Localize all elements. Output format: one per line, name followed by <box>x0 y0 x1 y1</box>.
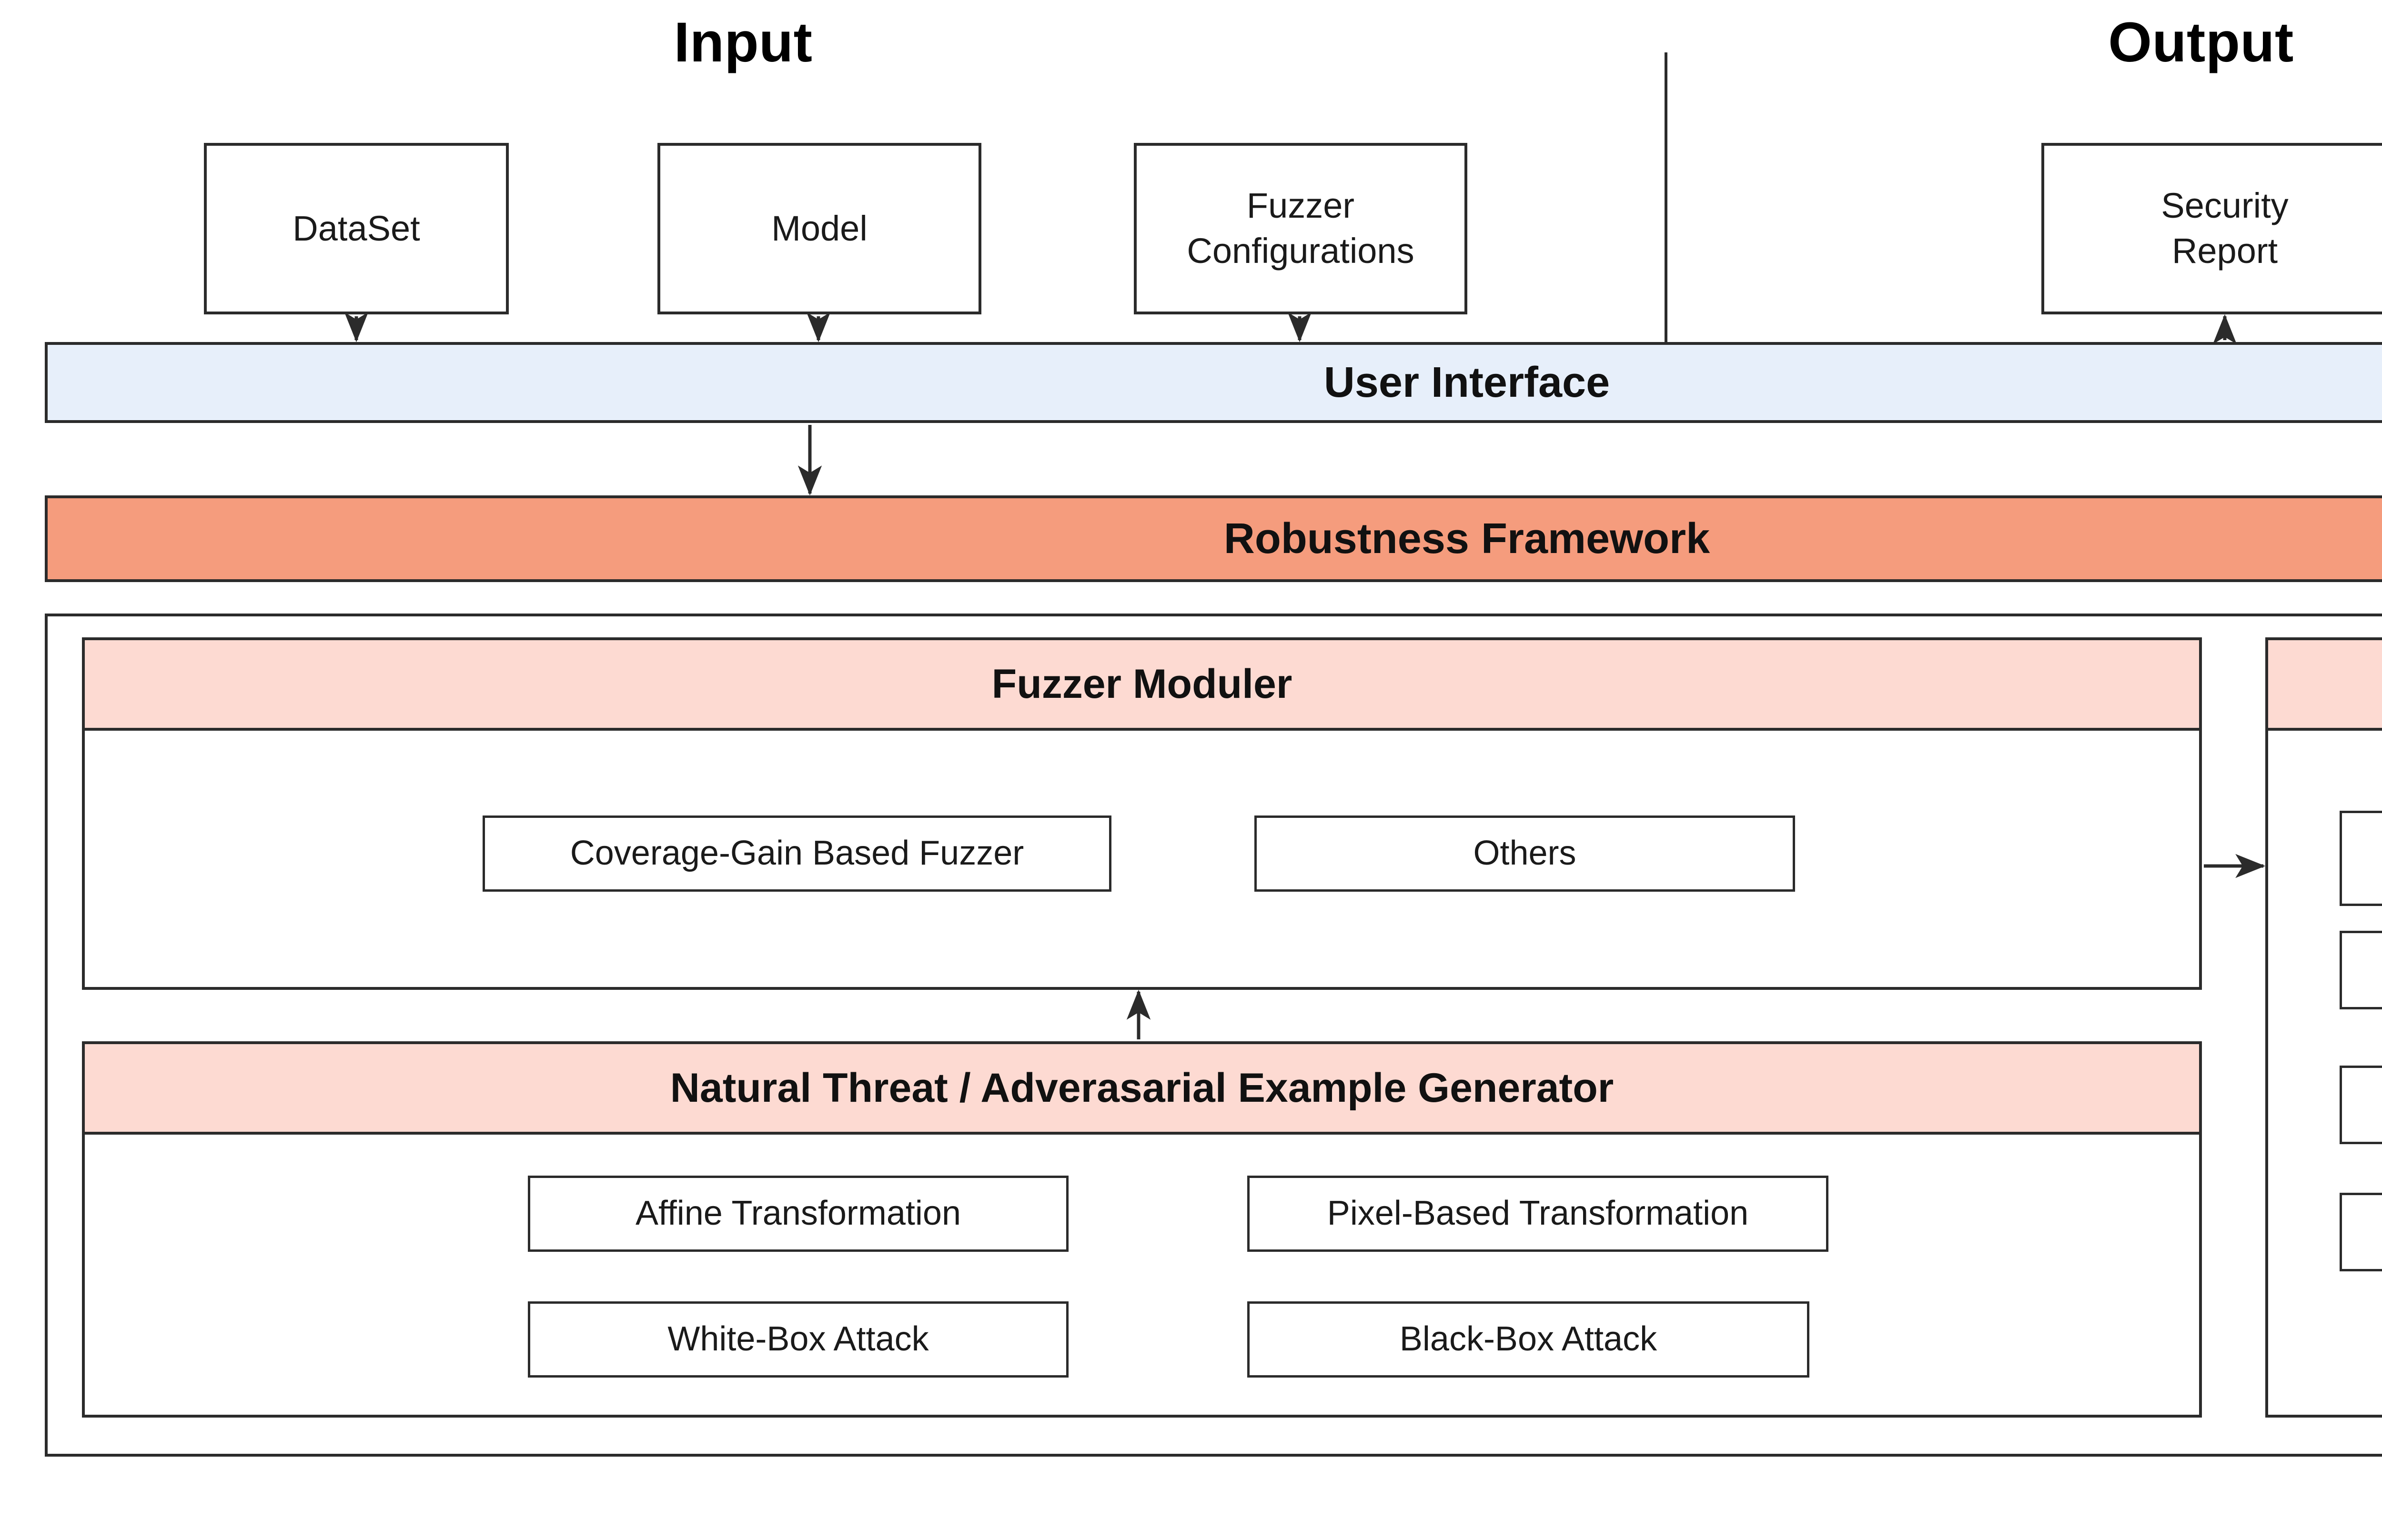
input-section-heading: Input <box>674 11 813 74</box>
fuzzer-item-coverage-gain-based-fuzzer-label: Coverage-Gain Based Fuzzer <box>570 834 1024 873</box>
panel-fuzzer-moduler-title: Fuzzer Moduler <box>85 640 2199 731</box>
fuzzer-item-others-label: Others <box>1473 834 1576 873</box>
input-output-divider <box>1665 52 1667 348</box>
generator-item-pixel-based-transformation-label: Pixel-Based Transformation <box>1327 1194 1749 1233</box>
panel-fuzzer-moduler-title-label: Fuzzer Moduler <box>991 661 1292 707</box>
panel-generator-title-label: Natural Threat / Adverasarial Example Ge… <box>670 1065 1614 1111</box>
output-box-security-report-label: Security Report <box>2161 186 2289 271</box>
input-box-fuzzer-configurations[interactable]: Fuzzer Configurations <box>1134 143 1467 314</box>
robustness-framework-band[interactable]: Robustness Framework <box>45 495 2382 582</box>
panel-fuzzer-moduler-body: Coverage-Gain Based Fuzzer Others <box>85 731 2199 990</box>
panel-evaluation-title: Evaluation <box>2268 640 2382 731</box>
panel-generator-body: Affine Transformation Pixel-Based Transf… <box>85 1135 2199 1418</box>
input-box-model[interactable]: Model <box>657 143 981 314</box>
fuzzer-item-coverage-gain-based-fuzzer[interactable]: Coverage-Gain Based Fuzzer <box>483 815 1111 892</box>
input-box-dataset[interactable]: DataSet <box>204 143 509 314</box>
generator-item-pixel-based-transformation[interactable]: Pixel-Based Transformation <box>1247 1176 1828 1252</box>
output-box-security-report[interactable]: Security Report <box>2041 143 2382 314</box>
fuzzer-item-others[interactable]: Others <box>1254 815 1795 892</box>
panel-generator-title: Natural Threat / Adverasarial Example Ge… <box>85 1044 2199 1135</box>
generator-item-affine-transformation-label: Affine Transformation <box>635 1194 961 1233</box>
panel-evaluation: Evaluation Classification Utility Covera… <box>2265 637 2382 1418</box>
panel-evaluation-body: Classification Utility Coverage Utility … <box>2268 731 2382 1418</box>
user-interface-band[interactable]: User Interface <box>45 342 2382 423</box>
generator-item-white-box-attack-label: White-Box Attack <box>667 1320 929 1359</box>
generator-item-black-box-attack[interactable]: Black-Box Attack <box>1247 1301 1809 1378</box>
evaluation-item-attack-utility[interactable]: Attack Utility <box>2340 1066 2382 1144</box>
panel-generator: Natural Threat / Adverasarial Example Ge… <box>82 1041 2202 1418</box>
input-box-fuzzer-configurations-label: Fuzzer Configurations <box>1187 186 1414 271</box>
robustness-framework-label: Robustness Framework <box>1223 514 1710 563</box>
panel-fuzzer-moduler: Fuzzer Moduler Coverage-Gain Based Fuzze… <box>82 637 2202 990</box>
generator-item-white-box-attack[interactable]: White-Box Attack <box>528 1301 1069 1378</box>
input-box-model-label: Model <box>771 208 868 248</box>
output-section-heading: Output <box>2108 11 2294 74</box>
evaluation-item-coverage-utility[interactable]: Coverage Utility <box>2340 931 2382 1009</box>
generator-item-black-box-attack-label: Black-Box Attack <box>1399 1320 1657 1359</box>
evaluation-item-classification-utility[interactable]: Classification Utility <box>2340 811 2382 906</box>
input-box-dataset-label: DataSet <box>293 208 420 248</box>
generator-item-affine-transformation[interactable]: Affine Transformation <box>528 1176 1069 1252</box>
evaluation-item-others[interactable]: Others <box>2340 1193 2382 1271</box>
user-interface-label: User Interface <box>1323 358 1610 406</box>
